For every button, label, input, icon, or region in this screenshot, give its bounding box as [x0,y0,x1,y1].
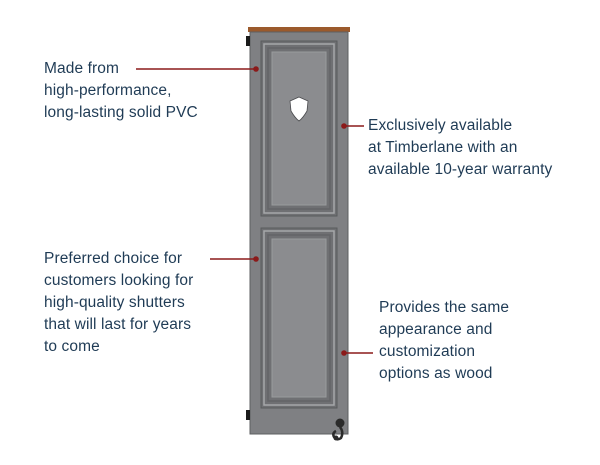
callout-text-line: high-performance, [44,82,172,99]
callout-text-line: Made from [44,60,119,77]
callout-appearance: Provides the same appearance and customi… [379,297,509,385]
callout-text-line: Provides the same [379,299,510,316]
shield-cutout-icon [289,96,309,122]
callout-text-line: high-quality shutters [44,294,185,311]
hinge-icon [246,410,250,420]
callout-text-line: that will last for years [44,316,192,333]
callout-material: Made from high-performance, long-lasting… [44,58,198,124]
leader-line-appearance [341,350,373,356]
callout-text-line: long-lasting solid PVC [44,104,198,121]
callout-text-line: customization [379,343,476,360]
shutter-top-cap [248,27,350,32]
hinge-icon [246,36,250,46]
callout-text-line: customers looking for [44,272,194,289]
upper-panel [260,40,338,217]
leader-line-preferred [210,256,259,262]
callout-text-line: Exclusively available [368,117,513,134]
callout-preferred: Preferred choice for customers looking f… [44,248,193,358]
lower-panel [260,227,338,409]
callout-text-line: to come [44,338,100,355]
callout-text-line: at Timberlane with an [368,139,518,156]
callout-exclusive: Exclusively available at Timberlane with… [368,115,552,181]
callout-text-line: appearance and [379,321,493,338]
leader-line-exclusive [341,123,364,129]
shutter-dog-icon [332,418,345,441]
callout-text-line: options as wood [379,365,493,382]
leader-line-material [136,66,259,72]
callout-text-line: Preferred choice for [44,250,183,267]
callout-text-line: available 10-year warranty [368,161,553,178]
